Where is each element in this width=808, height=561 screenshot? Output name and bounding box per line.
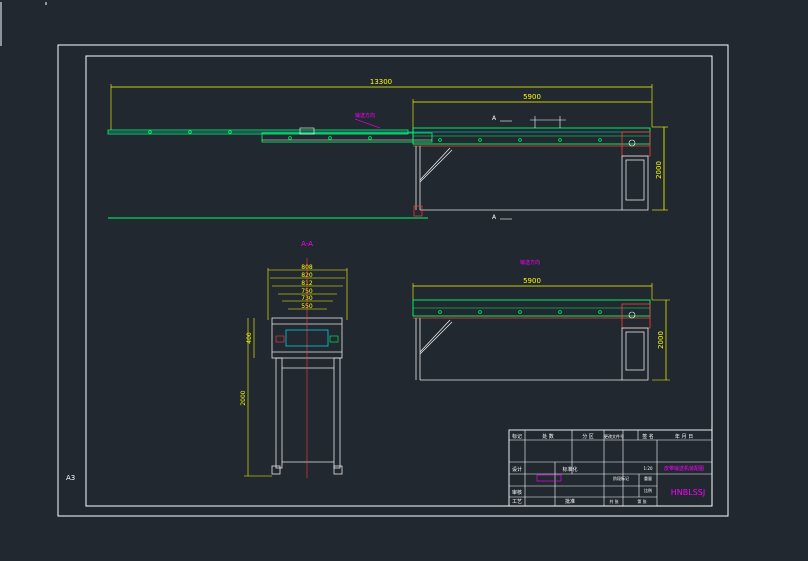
- drive-pulley: [628, 139, 636, 147]
- tb-sheet-number: 第 张: [637, 498, 646, 504]
- total-height-label: 2000: [240, 390, 247, 405]
- section-length-label: 5900: [523, 93, 541, 101]
- overall-length-label: 13300: [370, 78, 392, 86]
- tb-header-count: 处 数: [542, 433, 554, 440]
- section-view-title: A-A: [301, 240, 313, 248]
- tb-stage-label: 阶段标记: [613, 475, 629, 481]
- side-support-frame: [415, 318, 649, 381]
- tb-check-label: 审核: [512, 489, 522, 496]
- tb-scale-value: 1:20: [644, 466, 653, 471]
- elevation-support-frame: [415, 146, 649, 211]
- tb-drawing-name: 皮带输送机装配图: [664, 465, 704, 472]
- tb-stamp-box: [536, 474, 562, 482]
- tb-process-label: 工艺: [512, 499, 522, 505]
- tb-design-label: 设计: [512, 466, 522, 473]
- elevation-direction-callout: 输送方向: [355, 112, 375, 119]
- section-bracket-left: [275, 335, 285, 343]
- tb-header-change: 更改文件号: [604, 433, 624, 439]
- tb-header-sign: 签 名: [642, 433, 654, 440]
- upper-height-label: 400: [246, 332, 253, 344]
- tb-weight-label: 重量: [644, 475, 652, 481]
- idler-row-elevation: [148, 130, 602, 142]
- side-height-label: 2000: [657, 331, 665, 349]
- tb-scale-label: 比例: [644, 487, 652, 493]
- section-width-dimensions: [267, 268, 348, 320]
- outer-frame: [57, 44, 729, 517]
- transfer-block: [299, 127, 315, 135]
- height-label: 2000: [655, 161, 663, 179]
- tb-standard-label: 标准化: [562, 466, 577, 473]
- tb-header-zone: 分 区: [582, 433, 594, 440]
- elevation-callout-leader: [354, 118, 381, 129]
- side-direction-callout: 输送方向: [520, 259, 540, 266]
- tb-drawing-code: HNBLSSJ: [671, 488, 705, 497]
- section-bracket-right: [329, 335, 339, 343]
- side-drive-pulley: [628, 311, 636, 319]
- section-mark-bottom: A: [492, 214, 497, 221]
- tb-sheet-total: 共 张: [609, 498, 618, 504]
- conveyor-belt-mid: [261, 132, 433, 143]
- title-block: 标记 处 数 分 区 更改文件号 签 名 年 月 日 设计 标准化 阶段标记 重…: [508, 429, 713, 507]
- idler-row-side: [438, 310, 602, 314]
- section-mark-top: A: [492, 115, 497, 122]
- elevation-view: 13300 5900 2000: [107, 78, 668, 221]
- title-block-frame: [508, 429, 713, 507]
- section-view: A-A 808 820 812 750 730 550 400 2000: [240, 240, 348, 478]
- paper-size-label: A3: [66, 474, 75, 482]
- inner-frame: [85, 55, 713, 507]
- title-block-grid: [509, 430, 712, 506]
- side-length-label: 5900: [523, 277, 541, 285]
- tb-header-date: 年 月 日: [675, 433, 693, 440]
- section-belt: [285, 329, 329, 347]
- tb-approve-label: 批准: [565, 498, 575, 505]
- left-foot: [413, 205, 423, 217]
- side-view: 输送方向 5900 2000: [412, 259, 670, 381]
- tb-header-mark: 标记: [512, 433, 522, 440]
